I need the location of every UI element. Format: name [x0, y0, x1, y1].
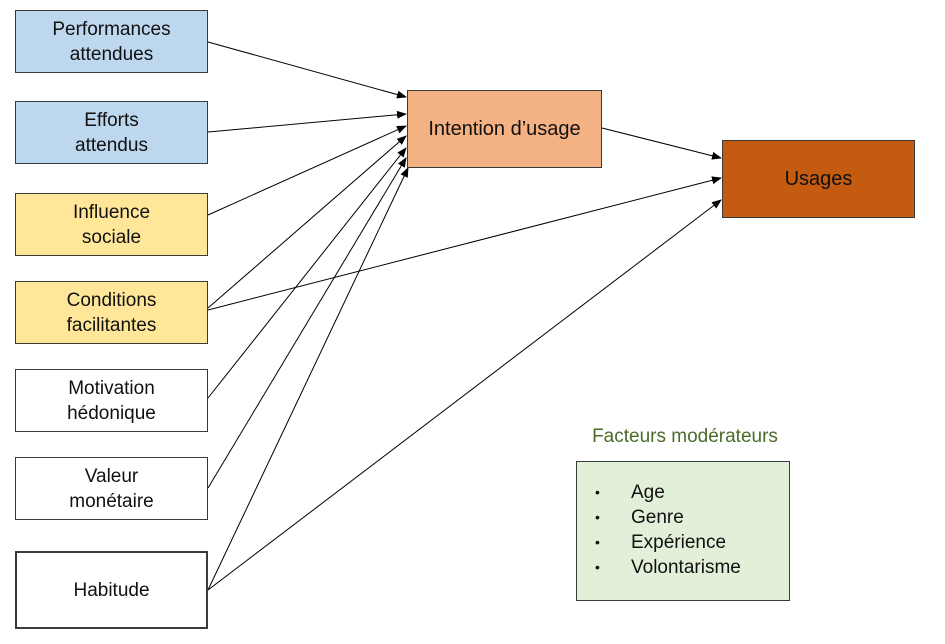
moderators-box: • Age • Genre • Expérience • Volontarisme	[576, 461, 790, 601]
moderator-item: • Genre	[595, 505, 789, 530]
factor-label: Motivation hédonique	[67, 377, 156, 424]
usages-box: Usages	[722, 140, 915, 218]
factor-box-performances-attendues: Performances attendues	[15, 10, 208, 73]
bullet-icon: •	[595, 484, 600, 500]
factor-label: Performances attendues	[52, 18, 171, 65]
intention-box: Intention d’usage	[407, 90, 602, 168]
bullet-icon: •	[595, 559, 600, 575]
arrow-motivation-to-intention	[207, 147, 407, 399]
arrow-intention-to-usages	[601, 127, 722, 160]
moderator-label: Expérience	[631, 532, 727, 553]
arrow-conditions-to-intention	[207, 135, 407, 309]
moderators-list: • Age • Genre • Expérience • Volontarisme	[577, 462, 789, 580]
moderator-item: • Age	[595, 480, 789, 505]
moderator-label: Volontarisme	[631, 557, 741, 578]
bullet-icon: •	[595, 509, 600, 525]
factor-box-conditions-facilitantes: Conditions facilitantes	[15, 281, 208, 344]
arrow-performances-to-intention	[207, 41, 407, 99]
arrow-habitude-to-usages	[207, 199, 722, 591]
arrow-valeur-to-intention	[207, 157, 407, 489]
factor-label: Conditions facilitantes	[66, 289, 157, 336]
factor-box-valeur-monetaire: Valeur monétaire	[15, 457, 208, 520]
moderator-item: • Expérience	[595, 530, 789, 555]
arrow-habitude-to-intention	[207, 167, 409, 591]
intention-label: Intention d’usage	[428, 117, 581, 140]
factor-label: Efforts attendus	[75, 109, 148, 156]
factor-label: Valeur monétaire	[69, 465, 154, 512]
moderator-label: Genre	[631, 507, 684, 528]
arrow-conditions-to-usages	[207, 176, 722, 311]
arrow-influence-to-intention	[207, 125, 407, 216]
moderator-item: • Volontarisme	[595, 555, 789, 580]
moderators-title: Facteurs modérateurs	[592, 426, 778, 447]
moderator-label: Age	[631, 482, 665, 503]
factor-label: Habitude	[73, 579, 150, 601]
usages-label: Usages	[784, 167, 853, 190]
factor-box-efforts-attendus: Efforts attendus	[15, 101, 208, 164]
factor-box-motivation-hedonique: Motivation hédonique	[15, 369, 208, 432]
factor-box-influence-sociale: Influence sociale	[15, 193, 208, 256]
factor-label: Influence sociale	[72, 201, 151, 248]
arrow-efforts-to-intention	[207, 110, 407, 133]
bullet-icon: •	[595, 534, 600, 550]
factor-box-habitude: Habitude	[15, 551, 208, 629]
